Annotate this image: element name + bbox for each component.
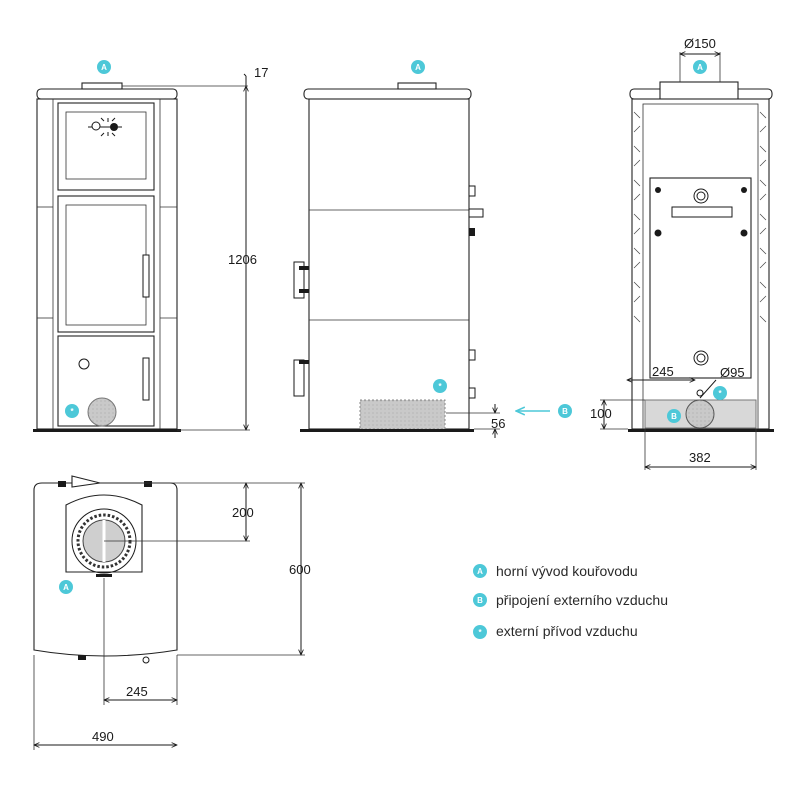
flue-diameter-dim: Ø150 — [684, 36, 716, 51]
badge-b-rear: B — [667, 409, 681, 423]
air-height-dim: 100 — [590, 406, 612, 421]
side-wall-pattern — [633, 111, 767, 323]
legend-label-a: horní vývod kouřovodu — [496, 563, 638, 579]
badge-star-front: * — [65, 404, 79, 418]
air-control-icon — [88, 117, 122, 137]
plan-depth-flue-dim: 200 — [232, 505, 254, 520]
plan-width-dim: 490 — [92, 729, 114, 744]
svg-text:B: B — [562, 407, 568, 416]
air-diameter-dim: Ø95 — [720, 365, 745, 380]
svg-text:A: A — [101, 63, 107, 72]
legend-item-star: * externí přívod vzduchu — [473, 623, 638, 639]
svg-text:A: A — [697, 63, 703, 72]
svg-text:*: * — [718, 389, 722, 398]
badge-a-rear: A — [693, 60, 707, 74]
legend-item-a: A horní vývod kouřovodu — [473, 563, 638, 579]
inner-width-dim: 382 — [689, 450, 711, 465]
svg-text:B: B — [477, 596, 483, 605]
svg-text:*: * — [438, 382, 442, 391]
badge-b-side: B — [558, 404, 572, 418]
side-view: 56 B A * — [293, 60, 572, 438]
badge-a-top: A — [59, 580, 73, 594]
svg-text:A: A — [63, 583, 69, 592]
badge-star-rear: * — [713, 386, 727, 400]
legend-label-b: připojení externího vzduchu — [496, 592, 668, 608]
top-view: 200 600 245 490 A — [34, 475, 311, 750]
height-dim: 1206 — [228, 252, 257, 267]
legend-item-b: B připojení externího vzduchu — [473, 592, 668, 608]
plan-offset-dim: 245 — [126, 684, 148, 699]
svg-text:B: B — [671, 412, 677, 421]
legend: A horní vývod kouřovodu B připojení exte… — [473, 563, 668, 639]
front-view: 17 1206 A * — [33, 60, 268, 432]
rear-offset-dim: 245 — [652, 364, 674, 379]
plan-depth-dim: 600 — [289, 562, 311, 577]
svg-text:*: * — [70, 407, 74, 416]
svg-text:*: * — [478, 628, 482, 637]
badge-star-side: * — [433, 379, 447, 393]
rear-view: Ø150 245 Ø95 100 382 A B * — [590, 36, 774, 470]
svg-text:A: A — [477, 567, 483, 576]
rear-inlet-height-dim: 56 — [491, 416, 505, 431]
badge-a-side: A — [411, 60, 425, 74]
top-overhang-dim: 17 — [254, 65, 268, 80]
svg-text:A: A — [415, 63, 421, 72]
legend-label-star: externí přívod vzduchu — [496, 623, 638, 639]
badge-a-front: A — [97, 60, 111, 74]
